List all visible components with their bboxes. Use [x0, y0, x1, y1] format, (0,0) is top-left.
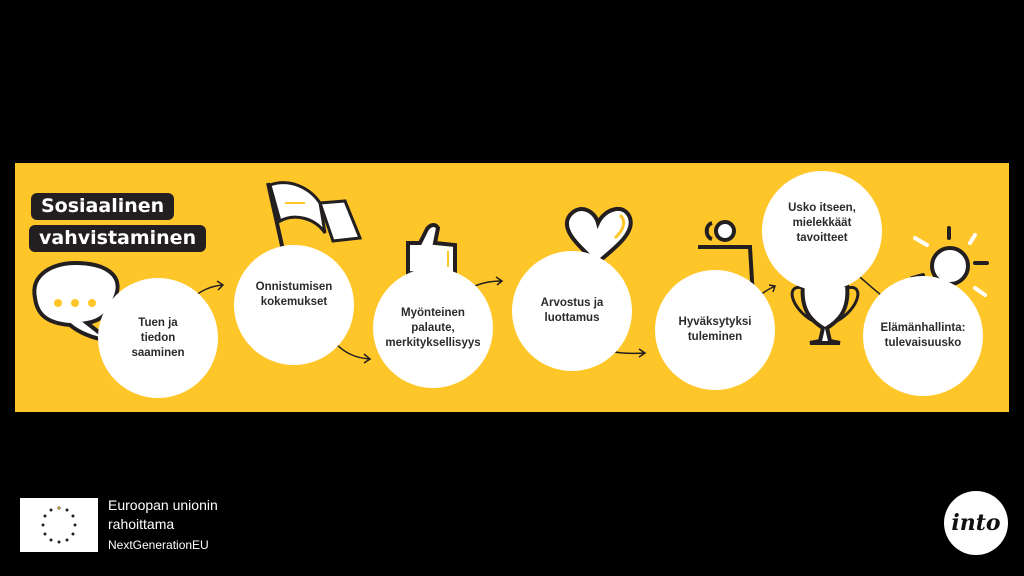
step-acceptance: Hyväksytyksi tuleminen [655, 270, 775, 390]
step-life-management: Elämänhallinta: tulevaisuusko [863, 276, 983, 396]
title-line-1: Sosiaalinen [31, 193, 175, 220]
eu-stars-icon [41, 506, 77, 544]
trophy-icon [790, 283, 860, 345]
step-label: Myönteinen palaute, merkityksellisyys [385, 306, 481, 349]
hug-icon [698, 220, 755, 299]
title-line-2: vahvistaminen [29, 225, 207, 252]
step-label: Usko itseen, mielekkäät tavoitteet [788, 202, 856, 244]
eu-funding-line1: Euroopan unionin [108, 497, 218, 513]
eu-funding-line2: rahoittama [108, 516, 175, 532]
flag-icon [266, 181, 363, 269]
eu-flag-logo [20, 498, 98, 552]
into-logo: into [944, 491, 1008, 555]
step-label: Tuen ja tiedon saaminen [131, 316, 185, 359]
step-feedback: Myönteinen palaute, merkityksellisyys [373, 268, 493, 388]
step-label: Elämänhallinta: tulevaisuusko [880, 322, 966, 349]
step-success: Onnistumisen kokemukset [234, 245, 354, 365]
illustrations [32, 181, 989, 364]
thumbs-up-icon [406, 223, 457, 278]
step-label: Onnistumisen kokemukset [255, 281, 333, 308]
eu-funding-line3: NextGenerationEU [108, 538, 209, 552]
step-appreciation: Arvostus ja luottamus [512, 251, 632, 371]
infographic-banner: Sosiaalinen vahvistaminen Tuen ja tiedon… [15, 163, 1009, 412]
step-label: Hyväksytyksi tuleminen [678, 316, 752, 343]
step-self-belief: Usko itseen, mielekkäät tavoitteet [762, 171, 882, 291]
step-support: Tuen ja tiedon saaminen [98, 278, 218, 398]
step-label: Arvostus ja luottamus [540, 297, 604, 324]
